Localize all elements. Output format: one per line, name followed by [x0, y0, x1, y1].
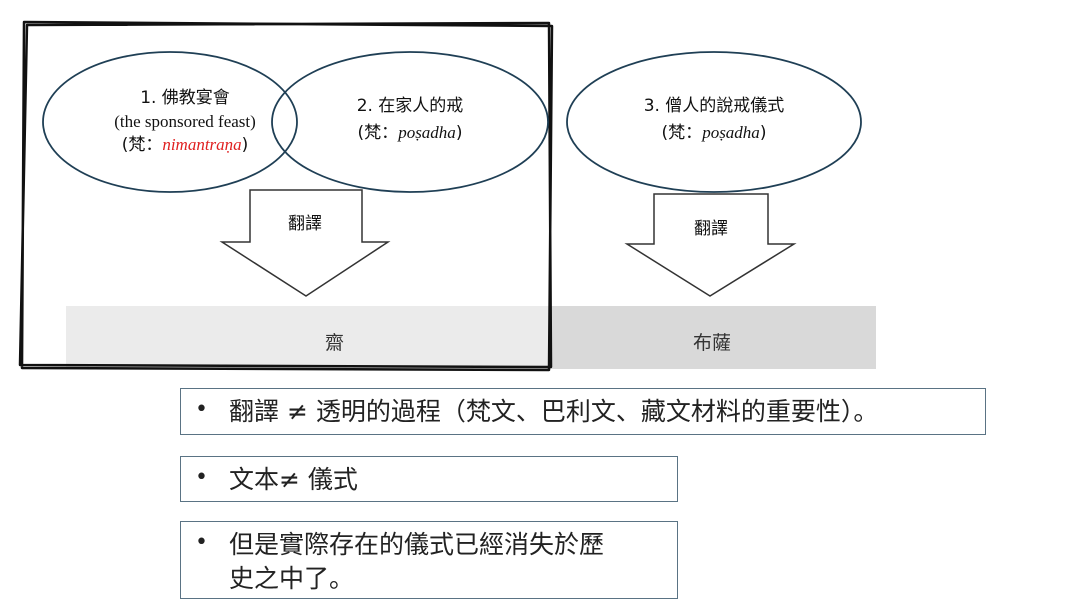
result-label-zhai: 齋	[325, 332, 345, 354]
circle-lay-precepts	[271, 51, 549, 193]
circle2-title: 2. 在家人的戒	[357, 96, 464, 116]
arrow-translate-left	[219, 189, 391, 297]
circle1-english: (the sponsored feast)	[114, 112, 256, 131]
circle1-title: 1. 佛教宴會	[140, 88, 230, 108]
bullet-marker: •	[195, 530, 208, 555]
circle1-sanskrit: (梵：nimantraṇa)	[122, 135, 249, 155]
circle3-sanskrit: (梵：poṣadha)	[662, 123, 767, 143]
bullet-box-ritual-lost: • 但是實際存在的儀式已經消失於歷 史之中了。	[180, 521, 678, 599]
bullet-text: 但是實際存在的儀式已經消失於歷 史之中了。	[229, 528, 604, 596]
circle-sponsored-feast	[42, 51, 298, 193]
result-bar-zhai	[66, 306, 550, 369]
arrow-label-left: 翻譯	[288, 214, 322, 234]
bullet-marker: •	[195, 397, 208, 422]
bullet-marker: •	[195, 465, 208, 490]
frame-box	[18, 20, 554, 372]
circle3-title: 3. 僧人的說戒儀式	[644, 96, 785, 116]
bullet-text-line1: 但是實際存在的儀式已經消失於歷	[229, 530, 605, 559]
bullet-text: 文本≠ 儀式	[229, 465, 358, 494]
bullet-text: 翻譯 ≠ 透明的過程（梵文、巴利文、藏文材料的重要性）。	[229, 397, 879, 426]
arrow-label-right: 翻譯	[694, 219, 728, 239]
result-label-busa: 布薩	[693, 332, 732, 354]
result-bar-busa	[550, 306, 876, 369]
bullet-text-line2: 史之中了。	[229, 564, 355, 593]
circle-monastic-posadha	[566, 51, 862, 193]
bullet-box-text-ritual: • 文本≠ 儀式	[180, 456, 678, 502]
bullet-box-translation: • 翻譯 ≠ 透明的過程（梵文、巴利文、藏文材料的重要性）。	[180, 388, 986, 435]
circle2-sanskrit: (梵：poṣadha)	[358, 123, 463, 143]
arrow-translate-right	[624, 193, 797, 297]
